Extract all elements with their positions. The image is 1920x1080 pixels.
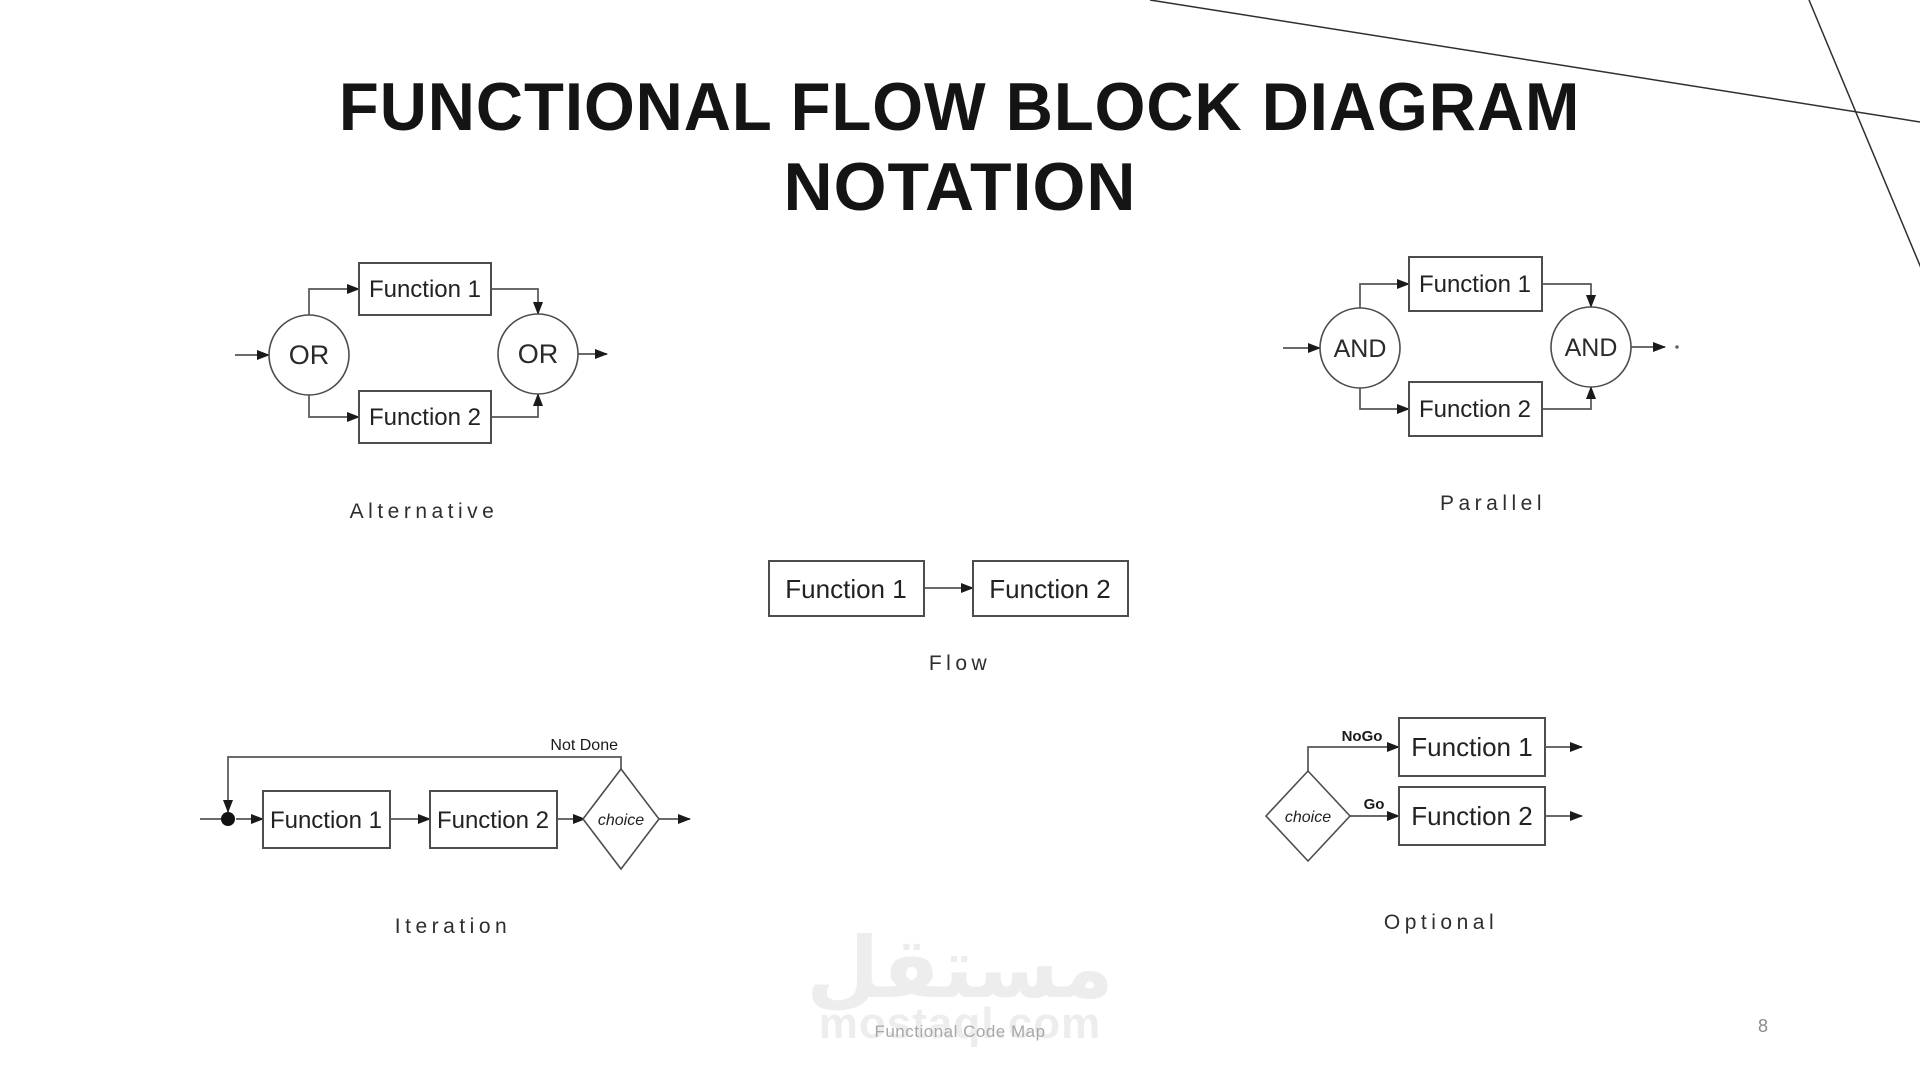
function-box	[358, 390, 492, 444]
function-box	[1408, 256, 1543, 312]
and-to-function2-arrow	[1359, 388, 1410, 414]
nogo-branch-arrow	[1307, 742, 1400, 771]
optional-diagram: NoGo Go choice Function 1 Function 2	[1264, 717, 1583, 863]
and-to-function1-arrow	[1359, 279, 1410, 308]
not-done-loop-arrow	[223, 756, 622, 813]
choice-diamond-label: choice	[598, 812, 644, 829]
function-box	[358, 262, 492, 316]
function-box-label: Function 1	[1419, 271, 1531, 298]
function-box-label: Function 2	[437, 807, 549, 834]
function-box-label: Function 2	[1419, 396, 1531, 423]
function-box-label: Function 1	[270, 807, 382, 834]
nogo-branch-label: NoGo	[1342, 728, 1383, 745]
mostaql-logo: مستقل	[806, 919, 1114, 1017]
loop-label: Not Done	[550, 737, 618, 754]
page-number: 8	[1758, 1016, 1769, 1036]
function-box	[768, 560, 925, 617]
function-box	[262, 790, 391, 849]
or-circle-right	[497, 313, 579, 395]
choice-diamond-label: choice	[1285, 809, 1331, 826]
junction-dot	[221, 812, 235, 826]
or-to-function2-arrow	[308, 395, 360, 422]
iteration-diagram: Not Done Function 1 Function 2 choice	[200, 737, 691, 871]
or-to-function1-arrow	[308, 284, 360, 315]
and-circle-left	[1319, 307, 1401, 389]
function-box-label: Function 2	[989, 574, 1110, 604]
function-box-label: Function 2	[369, 404, 481, 431]
function-box-label: Function 2	[1411, 801, 1532, 831]
function1-to-and-arrow	[1542, 283, 1596, 308]
function1-to-or-arrow	[491, 288, 543, 315]
parallel-diagram: AND AND Function 1 Function 2	[1283, 256, 1679, 437]
function-box-label: Function 1	[369, 276, 481, 303]
or-circle-left	[268, 314, 350, 396]
optional-label: Optional	[1383, 911, 1499, 934]
function2-to-and-arrow	[1542, 386, 1596, 410]
output-dot	[1675, 345, 1679, 349]
mostaql-site-watermark: mostaql.com	[818, 999, 1102, 1048]
alternative-diagram: OR OR Function 1 Function 2	[235, 262, 608, 444]
function-box	[1398, 717, 1546, 777]
or-circle-right-label: OR	[518, 339, 559, 369]
function-box	[1408, 381, 1543, 437]
and-circle-right	[1550, 306, 1632, 388]
footer-caption: Functional Code Map	[874, 1022, 1046, 1041]
choice-diamond	[1264, 769, 1352, 863]
function-box-label: Function 1	[1411, 732, 1532, 762]
go-branch-label: Go	[1364, 796, 1385, 813]
function-box	[972, 560, 1129, 617]
and-circle-left-label: AND	[1334, 335, 1387, 363]
function-box	[1398, 786, 1546, 846]
page-title-line1: FUNCTIONAL FLOW BLOCK DIAGRAM	[0, 68, 1920, 146]
or-circle-left-label: OR	[289, 340, 330, 370]
function-box	[429, 790, 558, 849]
function2-to-or-arrow	[491, 393, 543, 418]
parallel-label: Parallel	[1439, 492, 1547, 515]
flow-diagram: Function 1 Function 2	[768, 560, 1129, 617]
and-circle-right-label: AND	[1565, 334, 1618, 362]
alternative-label: Alternative	[349, 500, 499, 523]
iteration-label: Iteration	[394, 915, 512, 938]
page-title-line2: NOTATION	[783, 149, 1137, 225]
flow-label: Flow	[928, 652, 992, 675]
function-box-label: Function 1	[785, 574, 906, 604]
page-title-line1-text: FUNCTIONAL FLOW BLOCK DIAGRAM	[339, 69, 1581, 145]
